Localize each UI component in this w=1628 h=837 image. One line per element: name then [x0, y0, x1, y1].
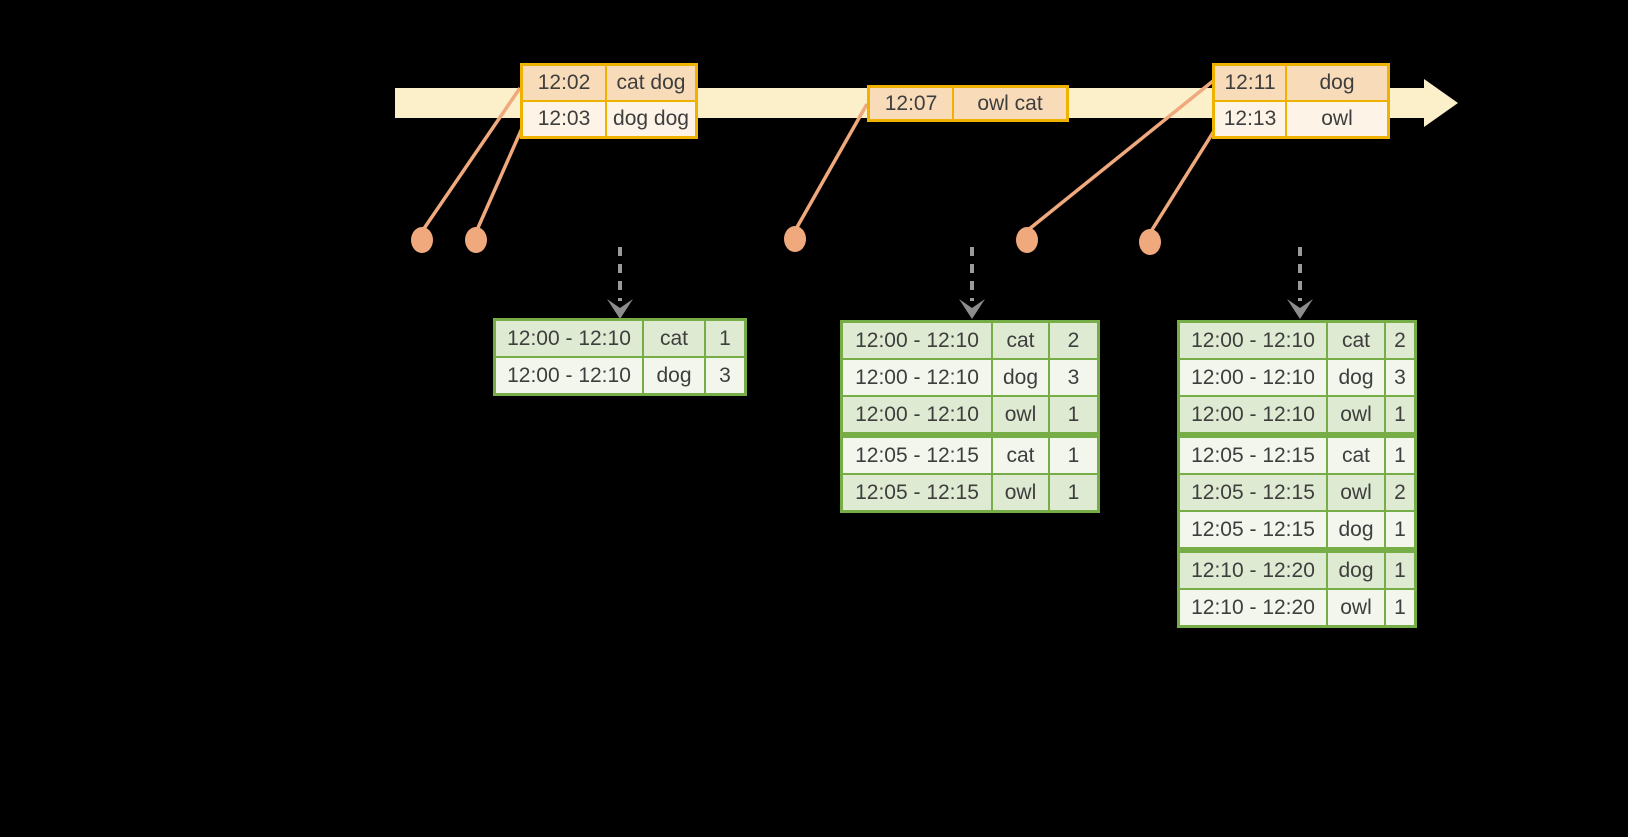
result-cell: 12:10 - 12:20	[1177, 588, 1328, 628]
result-cell: 12:10 - 12:20	[1177, 547, 1328, 590]
connector-line	[1148, 122, 1221, 234]
event-cell: 12:13	[1212, 100, 1287, 139]
event-dot	[1016, 227, 1038, 253]
result-cell: 12:05 - 12:15	[1177, 510, 1328, 551]
event-cell: 12:03	[520, 100, 607, 139]
event-dot	[465, 227, 487, 253]
result-cell: 1	[1384, 432, 1417, 475]
result-cell: 12:00 - 12:10	[493, 318, 644, 358]
result-cell: cat	[642, 318, 706, 358]
result-cell: 1	[1048, 473, 1100, 513]
event-dot	[411, 227, 433, 253]
result-cell: 12:00 - 12:10	[1177, 320, 1328, 360]
result-cell: cat	[991, 432, 1050, 475]
result-cell: 3	[1048, 358, 1100, 397]
result-cell: 12:05 - 12:15	[1177, 432, 1328, 475]
result-cell: owl	[1326, 588, 1386, 628]
event-cell: dog dog	[605, 100, 698, 139]
result-cell: 12:00 - 12:10	[1177, 395, 1328, 436]
result-cell: dog	[642, 356, 706, 396]
result-cell: 1	[1384, 588, 1417, 628]
event-cell: dog	[1285, 63, 1390, 102]
trigger-arrow	[959, 247, 985, 319]
connector-line	[1026, 79, 1215, 232]
result-cell: cat	[1326, 432, 1386, 475]
arrow-down-icon	[607, 299, 633, 319]
trigger-arrow	[607, 247, 633, 319]
result-cell: 2	[1048, 320, 1100, 360]
result-cell: dog	[991, 358, 1050, 397]
result-cell: 12:00 - 12:10	[493, 356, 644, 396]
result-cell: 1	[1384, 395, 1417, 436]
event-dot	[784, 226, 806, 252]
event-cell: 12:07	[867, 85, 954, 122]
connector-line	[475, 125, 525, 231]
result-cell: owl	[991, 473, 1050, 513]
event-cell: owl	[1285, 100, 1390, 139]
event-cell: cat dog	[605, 63, 698, 102]
result-cell: 3	[704, 356, 747, 396]
timeline-arrowhead-icon	[1424, 79, 1458, 127]
arrow-down-icon	[959, 299, 985, 319]
result-cell: owl	[1326, 395, 1386, 436]
result-cell: 12:00 - 12:10	[840, 395, 993, 436]
result-cell: 12:00 - 12:10	[1177, 358, 1328, 397]
connector-line	[421, 87, 522, 231]
result-cell: 12:00 - 12:10	[840, 320, 993, 360]
result-cell: 1	[1384, 510, 1417, 551]
result-cell: cat	[1326, 320, 1386, 360]
result-cell: dog	[1326, 510, 1386, 551]
result-cell: 12:05 - 12:15	[840, 473, 993, 513]
result-cell: 12:05 - 12:15	[840, 432, 993, 475]
result-cell: 3	[1384, 358, 1417, 397]
event-dot	[1139, 229, 1161, 255]
result-cell: 1	[1384, 547, 1417, 590]
event-cell: owl cat	[952, 85, 1069, 122]
result-cell: 12:00 - 12:10	[840, 358, 993, 397]
result-cell: owl	[1326, 473, 1386, 512]
result-cell: dog	[1326, 547, 1386, 590]
result-cell: owl	[991, 395, 1050, 436]
result-cell: 12:05 - 12:15	[1177, 473, 1328, 512]
arrow-down-icon	[1287, 299, 1313, 319]
trigger-arrow	[1287, 247, 1313, 319]
result-cell: 1	[1048, 432, 1100, 475]
result-cell: 1	[1048, 395, 1100, 436]
result-cell: 1	[704, 318, 747, 358]
connector-line	[794, 103, 869, 230]
result-cell: dog	[1326, 358, 1386, 397]
result-cell: 2	[1384, 320, 1417, 360]
result-cell: cat	[991, 320, 1050, 360]
event-cell: 12:11	[1212, 63, 1287, 102]
result-cell: 2	[1384, 473, 1417, 512]
event-cell: 12:02	[520, 63, 607, 102]
